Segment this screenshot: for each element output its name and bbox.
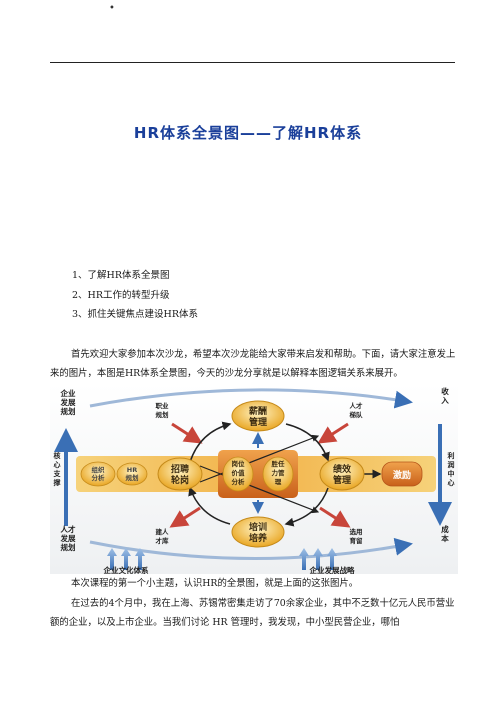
svg-text:分析: 分析 [232,477,246,486]
svg-text:中: 中 [448,469,455,478]
toc-item: 3、抓住关键焦点建设HR体系 [72,309,198,320]
svg-text:入: 入 [440,396,449,405]
header-rule [50,62,455,63]
svg-text:人才: 人才 [350,401,364,410]
zhaopin-node [157,457,203,491]
svg-text:胜任: 胜任 [271,459,286,468]
zuzhi-node [80,461,116,487]
svg-text:发展: 发展 [60,533,76,543]
svg-text:才库: 才库 [156,536,170,545]
svg-text:选用: 选用 [350,527,363,536]
toc-item: 1、了解HR体系全景图 [72,270,170,281]
jianren-label: 建人 才库 [155,527,170,545]
jili-label: 激励 [393,469,411,481]
red-arrow-tl [171,422,203,444]
svg-text:梯队: 梯队 [350,410,364,419]
bottom-arc [89,537,413,560]
red-arrow-bl [169,506,201,528]
right-mid-label: 利 润 中 心 [448,451,455,487]
xinchou-node [231,400,285,432]
svg-text:价值: 价值 [232,468,246,477]
cycle-arrow-4 [188,486,231,525]
top-arc [89,388,413,409]
table-of-contents: 1、了解HR体系全景图 2、HR工作的转型升级 3、抓住关键焦点建设HR体系 [72,266,198,325]
svg-text:规划: 规划 [156,410,170,419]
svg-text:招聘: 招聘 [171,463,189,475]
svg-text:理: 理 [275,477,282,486]
svg-text:力管: 力管 [272,468,286,477]
red-arrow-tr [317,422,349,444]
hr-guihua-node [116,462,148,486]
left-top-label: 企业 发展 规划 [60,388,76,416]
body-paragraph: 在过去的4个月中，我在上海、苏锡常密集走访了70余家企业，其中不乏数十亿元人民币… [50,598,455,628]
svg-text:心: 心 [448,478,455,487]
svg-text:企业: 企业 [60,388,76,398]
svg-text:薪酬: 薪酬 [249,405,267,417]
intro-paragraph: 首先欢迎大家参加本次沙龙，希望本次沙龙能给大家带来启发和帮助。下面，请大家注意发… [50,349,456,379]
left-mid-label: 核 心 支 撑 [53,451,62,487]
svg-text:育留: 育留 [350,536,364,545]
svg-text:HR: HR [127,466,137,474]
jixiao-node [319,457,365,491]
svg-text:人才: 人才 [61,524,76,534]
peixun-node [231,516,285,548]
svg-text:收: 收 [441,386,449,396]
page-title: HR体系全景图——了解HR体系 [133,124,363,142]
svg-text:本: 本 [440,533,449,543]
svg-text:支: 支 [53,469,62,478]
xuanyong-label: 选用 育留 [350,527,364,545]
svg-text:职业: 职业 [156,401,170,410]
svg-text:岗位: 岗位 [232,459,246,468]
header-mark: • [109,3,115,14]
bottom-left-arrows [107,548,145,570]
hr-system-diagram: 企业 发展 规划 核 心 支 撑 人才 发展 规划 收 入 利 润 中 心 成 … [50,384,458,575]
svg-text:规划: 规划 [61,406,76,416]
svg-text:润: 润 [448,460,455,469]
right-top-label: 收 入 [440,386,449,405]
svg-text:利: 利 [448,451,455,460]
svg-text:分析: 分析 [92,473,106,482]
svg-text:心: 心 [54,460,61,469]
svg-text:轮岗: 轮岗 [171,474,189,486]
svg-text:组织: 组织 [92,465,106,474]
svg-text:规划: 规划 [126,473,140,482]
svg-text:核: 核 [54,451,61,460]
gangwei-node [222,456,254,492]
svg-text:培养: 培养 [249,532,267,544]
jili-node [381,461,423,487]
rencai-tidui-label: 人才 梯队 [350,401,364,419]
toc-item: 2、HR工作的转型升级 [72,289,170,301]
svg-text:成: 成 [441,524,449,534]
right-bottom-label: 成 本 [440,524,449,543]
cross-arrow-1 [199,434,320,483]
svg-text:管理: 管理 [249,416,267,428]
cross-arrow-2 [199,465,320,514]
bottom-right-label: 企业发展战略 [309,565,355,574]
svg-text:规划: 规划 [61,542,76,552]
svg-text:撑: 撑 [54,478,61,487]
red-arrow-br [319,506,351,528]
svg-text:培训: 培训 [249,521,267,533]
bottom-right-arrows [299,548,337,570]
zhiye-label: 职业 规划 [156,401,170,419]
svg-text:绩效: 绩效 [333,463,352,475]
topic-paragraph: 本次课程的第一个小主题，认识HR的全景图，就是上面的这张图片。 [71,578,359,589]
left-bottom-label: 人才 发展 规划 [60,524,76,552]
svg-text:建人: 建人 [155,527,170,536]
cycle-arrow-1 [189,421,232,463]
bottom-left-label: 企业文化体系 [103,565,149,574]
svg-text:发展: 发展 [60,397,76,407]
zhiren-node [262,456,294,492]
svg-text:管理: 管理 [333,474,351,486]
